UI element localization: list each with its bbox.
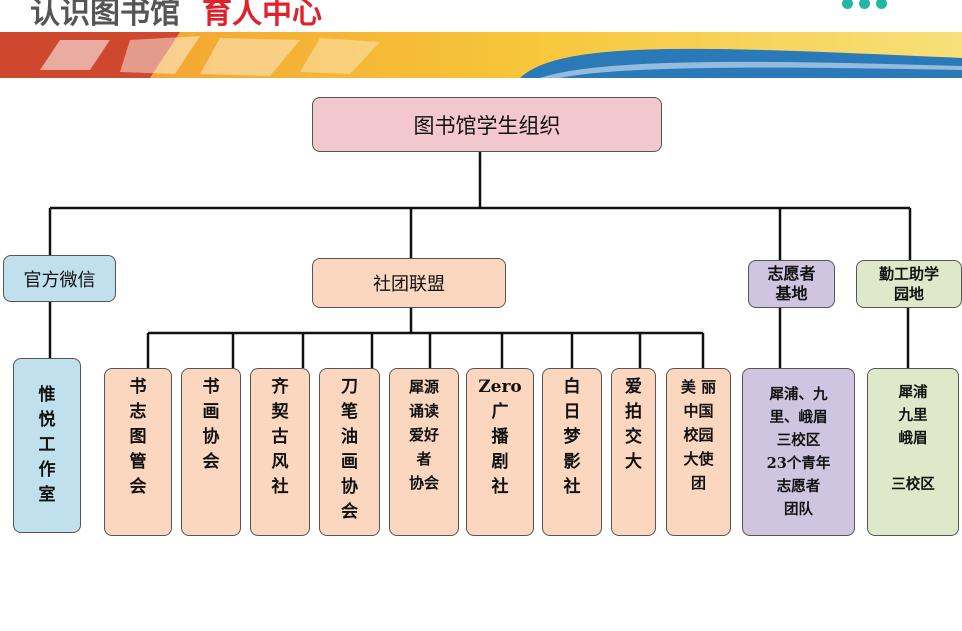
- org-root: 图书馆学生组织: [312, 97, 662, 152]
- leaf-club: 爱 拍 交 大: [611, 368, 656, 536]
- title-accent: 育人中心: [202, 0, 322, 31]
- dots-icon: [842, 0, 893, 13]
- banner-decoration: [0, 32, 962, 78]
- leaf-club: 书 志 图 管 会: [104, 368, 172, 536]
- branch-volunteer: 志愿者 基地: [748, 260, 835, 308]
- leaf-workstudy-campuses: 犀浦 九里 峨眉 三校区: [867, 368, 959, 536]
- leaf-club: 白 日 梦 影 社: [542, 368, 602, 536]
- page-title: 认识图书馆育人中心: [30, 0, 322, 32]
- title-main: 认识图书馆: [30, 0, 180, 31]
- branch-clubs: 社团联盟: [312, 258, 506, 308]
- leaf-club: 美 丽 中国 校园 大使 团: [666, 368, 731, 536]
- leaf-club: 齐 契 古 风 社: [250, 368, 310, 536]
- leaf-club: 书 画 协 会: [181, 368, 241, 536]
- leaf-volunteer-teams: 犀浦、九 里、峨眉 三校区 23个青年 志愿者 团队: [742, 368, 855, 536]
- branch-workstudy: 勤工助学 园地: [856, 260, 962, 308]
- leaf-club: 犀源 诵读 爱好 者 协会: [389, 368, 459, 536]
- leaf-club: 刀 笔 油 画 协 会: [319, 368, 380, 536]
- header-banner: 认识图书馆育人中心: [0, 0, 962, 100]
- leaf-club: Zero 广 播 剧 社: [466, 368, 534, 536]
- branch-wechat: 官方微信: [3, 255, 116, 302]
- leaf-wechat-studio: 惟 悦 工 作 室: [13, 358, 81, 533]
